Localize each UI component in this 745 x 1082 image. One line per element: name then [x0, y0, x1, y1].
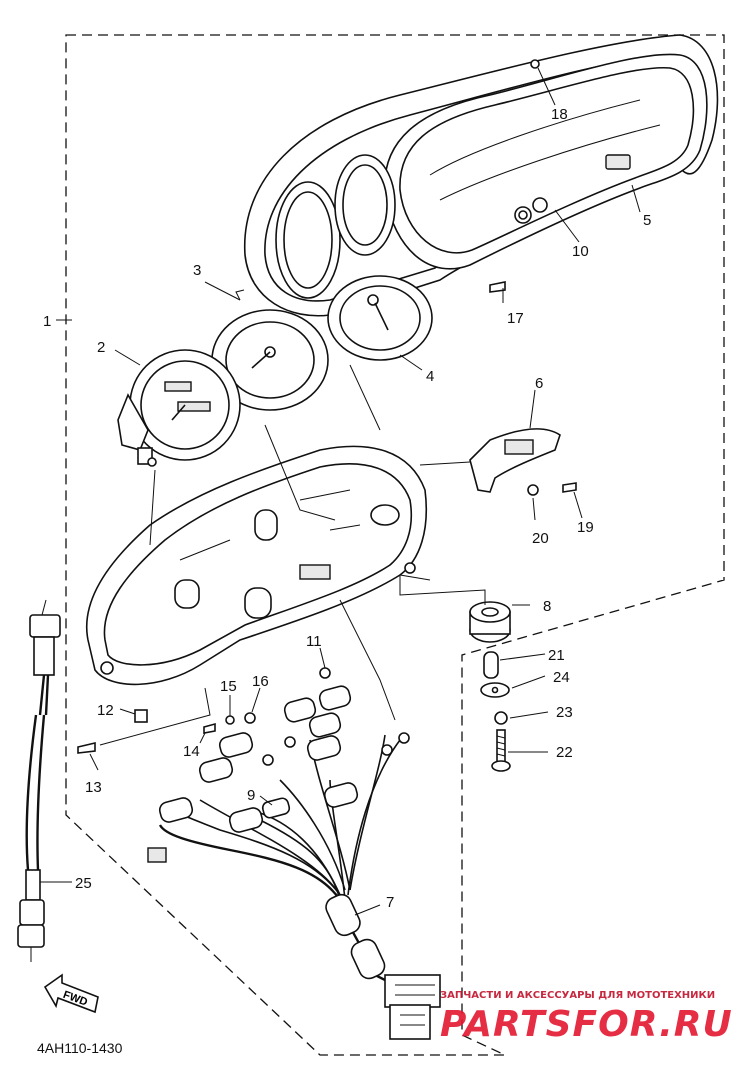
- callout-5: 5: [643, 212, 651, 229]
- callout-12: 12: [97, 702, 114, 719]
- callout-18: 18: [551, 106, 568, 123]
- callout-10: 10: [572, 243, 589, 260]
- callout-11: 11: [306, 633, 322, 650]
- callout-21: 21: [548, 647, 565, 664]
- callout-labels: 1 2 3 4 5 6 7 8 9 10 11 12 13 14 15 16 1…: [43, 106, 651, 911]
- callout-4: 4: [426, 368, 434, 385]
- callout-13: 13: [85, 779, 102, 796]
- callout-19: 19: [577, 519, 594, 536]
- auxiliary-gauge-part: [211, 289, 329, 411]
- assembly-boundary: [65, 34, 725, 1056]
- callout-7: 7: [386, 894, 394, 911]
- callout-3: 3: [193, 262, 201, 279]
- callout-17: 17: [507, 310, 524, 327]
- speedometer-cable-part: [17, 599, 61, 962]
- meter-cover-part: [243, 34, 719, 317]
- callout-15: 15: [220, 678, 237, 695]
- callout-22: 22: [556, 744, 573, 761]
- damper-hardware: [469, 601, 511, 772]
- watermark-tagline: ЗАПЧАСТИ И АКСЕССУАРЫ ДЛЯ МОТОТЕХНИКИ: [440, 990, 715, 1001]
- callout-6: 6: [535, 375, 543, 392]
- tachometer-part: [327, 275, 433, 361]
- callout-25: 25: [75, 875, 92, 892]
- callout-2: 2: [97, 339, 105, 356]
- indicator-bracket-part: [419, 428, 561, 493]
- watermark-logo: PARTSFOR.RU: [440, 1004, 733, 1045]
- small-fasteners: [77, 59, 577, 754]
- callout-8: 8: [543, 598, 551, 615]
- callout-23: 23: [556, 704, 573, 721]
- callout-24: 24: [553, 669, 570, 686]
- bulb-sockets: [147, 685, 410, 863]
- forward-direction-arrow: FWD: [43, 973, 99, 1014]
- callout-20: 20: [532, 530, 549, 547]
- leader-lines: [40, 67, 641, 916]
- wire-harness-part: [158, 734, 441, 1040]
- diagram-code: 4AH110-1430: [37, 1040, 123, 1056]
- speedometer-part: [117, 349, 241, 465]
- callout-9: 9: [247, 787, 255, 804]
- callout-16: 16: [252, 673, 269, 690]
- callout-14: 14: [183, 743, 200, 760]
- meter-case-part: [85, 445, 428, 686]
- callout-1: 1: [43, 313, 51, 330]
- watermark: ЗАПЧАСТИ И АКСЕССУАРЫ ДЛЯ МОТОТЕХНИКИ PA…: [440, 990, 733, 1045]
